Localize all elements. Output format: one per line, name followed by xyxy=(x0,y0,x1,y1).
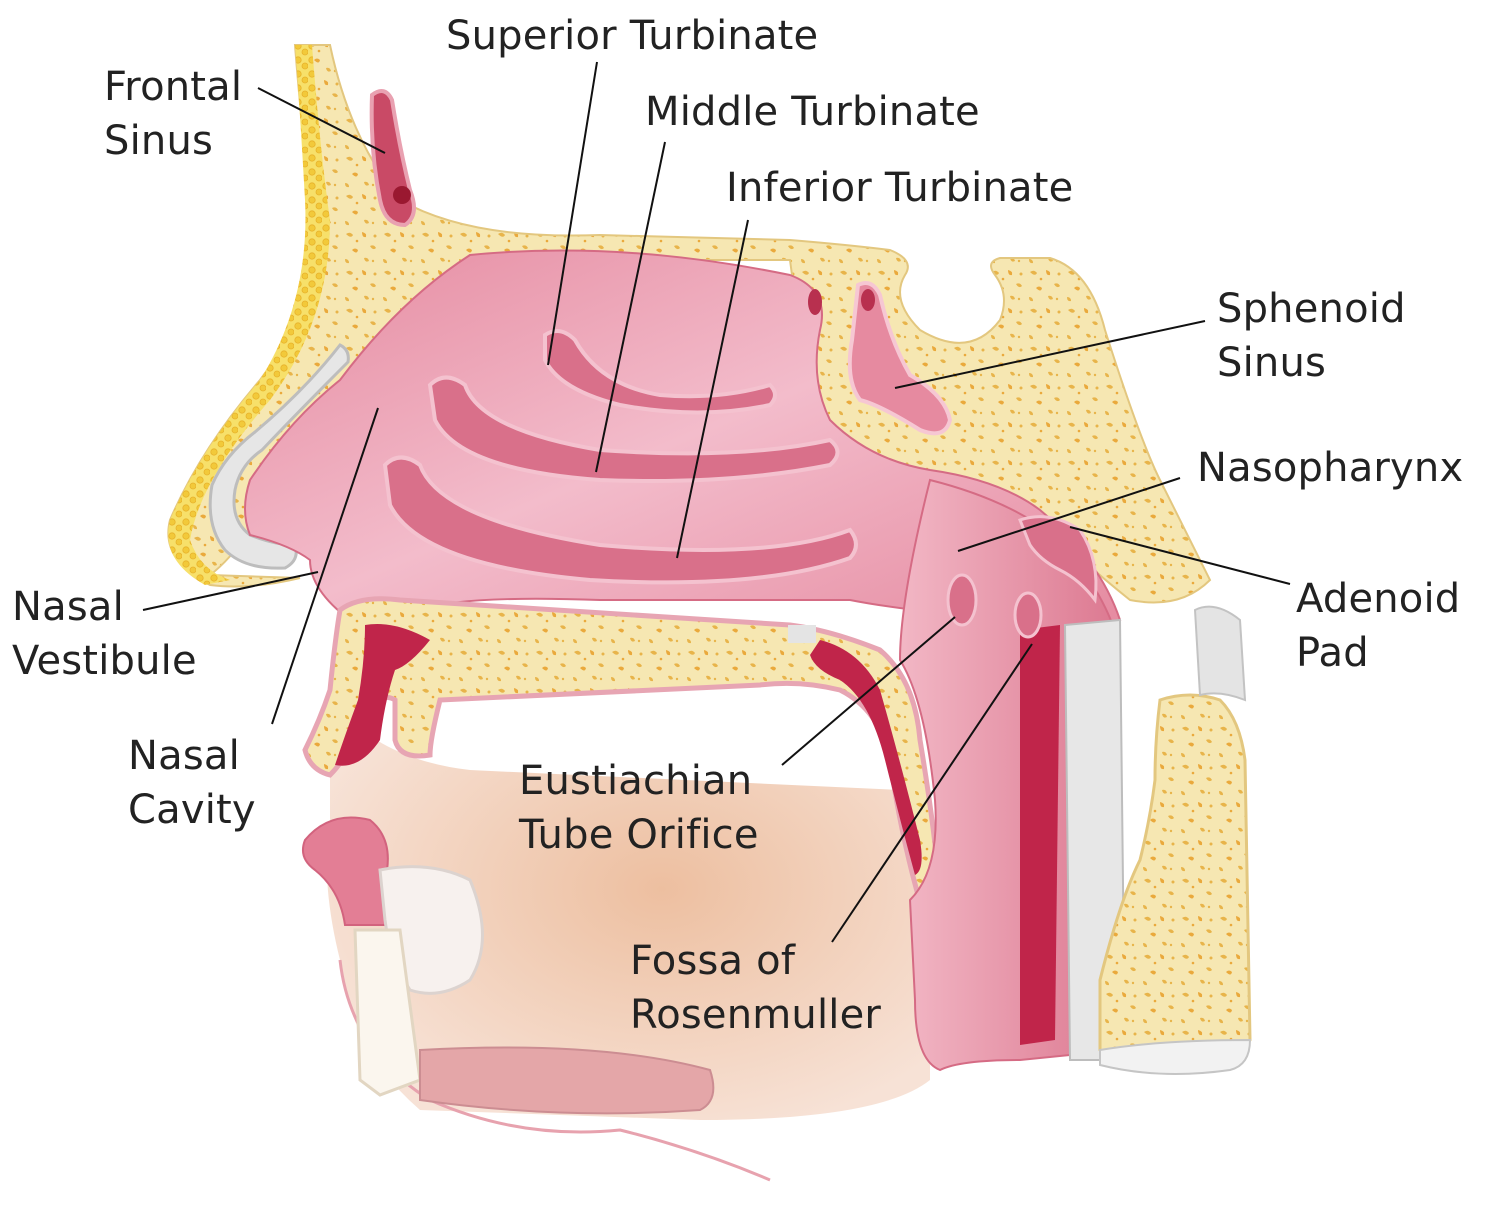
middle-turbinate-shape xyxy=(427,375,840,483)
superior-turbinate-shape xyxy=(543,329,777,415)
label-nasopharynx: Nasopharynx xyxy=(1197,441,1463,495)
lower-lip xyxy=(302,816,389,926)
adenoid-folds xyxy=(1018,515,1098,604)
label-middle-turbinate: Middle Turbinate xyxy=(645,85,980,139)
leader-superior-turbinate xyxy=(547,61,598,366)
label-nasal-cavity: Nasal Cavity xyxy=(128,729,256,837)
label-eustachian-tube-orifice: Eustiachian Tube Orifice xyxy=(519,754,759,862)
label-inferior-turbinate-line1: Inferior Turbinate xyxy=(726,165,1074,211)
leader-inferior-turbinate xyxy=(676,219,749,559)
vertebra-disc xyxy=(1099,1038,1252,1075)
label-adenoid-pad-line1: Adenoid xyxy=(1296,576,1461,622)
label-adenoid-pad-line2: Pad xyxy=(1296,630,1369,676)
leader-nasopharynx xyxy=(957,477,1181,552)
leader-middle-turbinate xyxy=(595,141,666,473)
ligament xyxy=(1193,605,1247,702)
label-nasal-cavity-line2: Cavity xyxy=(128,787,256,833)
leader-nasal-vestibule xyxy=(142,571,319,611)
label-sphenoid-sinus: Sphenoid Sinus xyxy=(1217,282,1406,390)
inferior-turbinate-shape xyxy=(382,455,858,585)
label-sphenoid-sinus-line2: Sinus xyxy=(1217,340,1327,386)
pharynx-muscle xyxy=(1020,625,1060,1045)
label-frontal-sinus: Frontal Sinus xyxy=(104,60,242,168)
label-eustachian-line2: Tube Orifice xyxy=(519,812,759,858)
label-inferior-turbinate: Inferior Turbinate xyxy=(726,161,1073,215)
leader-nasal-cavity xyxy=(271,407,379,725)
nasal-fat-layer xyxy=(168,45,330,585)
label-nasal-vestibule-line2: Vestibule xyxy=(12,638,197,684)
hard-palate xyxy=(302,596,943,903)
leader-sphenoid-sinus xyxy=(894,320,1206,389)
label-frontal-sinus-line1: Frontal xyxy=(104,64,243,110)
fossa-shape xyxy=(1013,591,1043,639)
label-middle-turbinate-line1: Middle Turbinate xyxy=(645,89,980,135)
label-fossa-line2: Rosenmuller xyxy=(630,992,882,1038)
palate-cartilage xyxy=(788,625,816,643)
eustachian-orifice-shape xyxy=(946,573,978,627)
label-frontal-sinus-line2: Sinus xyxy=(104,118,214,164)
label-nasal-vestibule-line1: Nasal xyxy=(12,584,124,630)
label-sphenoid-sinus-line1: Sphenoid xyxy=(1217,286,1406,332)
label-fossa-of-rosenmuller: Fossa of Rosenmuller xyxy=(630,934,881,1042)
leader-frontal-sinus xyxy=(257,87,386,154)
label-adenoid-pad: Adenoid Pad xyxy=(1296,572,1460,680)
label-superior-turbinate-line1: Superior Turbinate xyxy=(446,13,819,59)
soft-palate-muscle xyxy=(810,640,922,875)
label-eustachian-line1: Eustiachian xyxy=(519,758,753,804)
label-nasopharynx-line1: Nasopharynx xyxy=(1197,445,1464,491)
oral-region xyxy=(326,700,936,1120)
label-nasal-cavity-line1: Nasal xyxy=(128,733,240,779)
sphenoid-sinus-cavity xyxy=(847,281,953,436)
tongue-floor xyxy=(419,1046,715,1115)
leader-eustachian xyxy=(781,616,956,766)
label-nasal-vestibule: Nasal Vestibule xyxy=(12,580,197,688)
upper-lip-muscle xyxy=(335,624,430,766)
leader-fossa xyxy=(831,643,1033,943)
label-superior-turbinate: Superior Turbinate xyxy=(446,9,818,63)
leader-lines xyxy=(142,61,1291,943)
leader-adenoid-pad xyxy=(1069,526,1291,585)
lower-incisor xyxy=(353,928,422,1097)
label-fossa-line1: Fossa of xyxy=(630,938,796,984)
